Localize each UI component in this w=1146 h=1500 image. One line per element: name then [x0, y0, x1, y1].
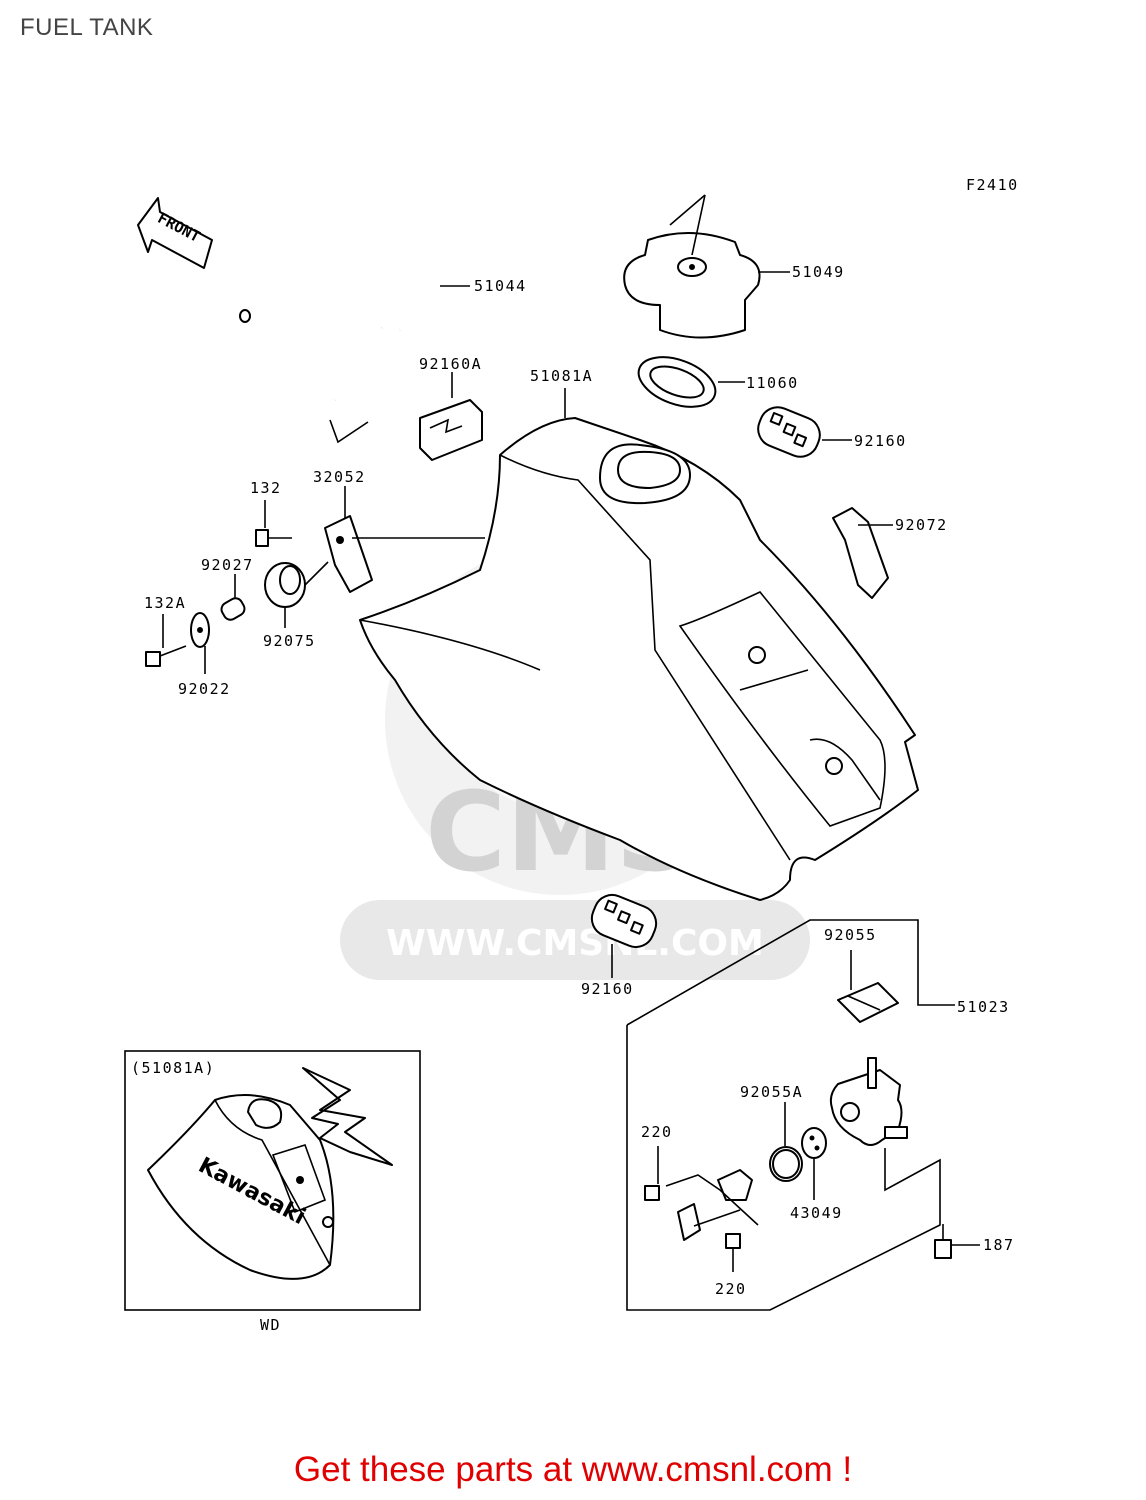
label-43049: 43049 — [790, 1204, 843, 1222]
label-32052: 32052 — [313, 468, 366, 486]
footer-link[interactable]: Get these parts at www.cmsnl.com ! — [293, 1450, 853, 1489]
fuel-tank-51081a — [359, 388, 919, 901]
label-11060: 11060 — [746, 374, 799, 392]
label-92055: 92055 — [824, 926, 877, 944]
inset-wd: (51081A) Kawasaki WD — [124, 1050, 421, 1334]
label-92072: 92072 — [895, 516, 948, 534]
pad-92160a — [419, 372, 483, 461]
label-132a: 132A — [144, 594, 186, 612]
label-92160a: 92160A — [419, 355, 482, 373]
label-51044: 51044 — [474, 277, 527, 295]
label-132: 132 — [250, 479, 282, 497]
bolt-132 — [255, 500, 292, 547]
gasket-11060 — [637, 356, 745, 408]
figure-code: F2410 — [966, 176, 1019, 194]
label-92022: 92022 — [178, 680, 231, 698]
label-220-top: 220 — [641, 1123, 673, 1141]
label-92055a: 92055A — [740, 1083, 803, 1101]
label-51049: 51049 — [792, 263, 845, 281]
fuel-cap-51049 — [623, 194, 790, 339]
valve-assembly-51023 — [626, 919, 980, 1311]
front-arrow-icon: FRONT — [137, 197, 213, 269]
strap-92072 — [832, 507, 893, 599]
hose-51044 — [239, 248, 470, 444]
washer-92022 — [190, 612, 210, 674]
filter-92160-top — [757, 406, 852, 458]
grommet-92075 — [264, 561, 329, 628]
bolt-132a — [145, 614, 187, 667]
label-92075: 92075 — [263, 632, 316, 650]
page-title: FUEL TANK — [20, 14, 154, 41]
label-92160-bottom: 92160 — [581, 980, 634, 998]
inset-caption: WD — [260, 1316, 281, 1334]
bracket-32052 — [324, 486, 485, 593]
label-187: 187 — [983, 1236, 1015, 1254]
filter-92160-bottom — [590, 893, 658, 978]
label-220-bottom: 220 — [715, 1280, 747, 1298]
inset-label: (51081A) — [131, 1059, 215, 1077]
label-51081a: 51081A — [530, 367, 593, 385]
label-92027: 92027 — [201, 556, 254, 574]
label-92160-top: 92160 — [854, 432, 907, 450]
label-51023: 51023 — [957, 998, 1010, 1016]
collar-92027 — [220, 574, 246, 621]
watermark-url: WWW.CMSNL.COM — [386, 923, 764, 964]
